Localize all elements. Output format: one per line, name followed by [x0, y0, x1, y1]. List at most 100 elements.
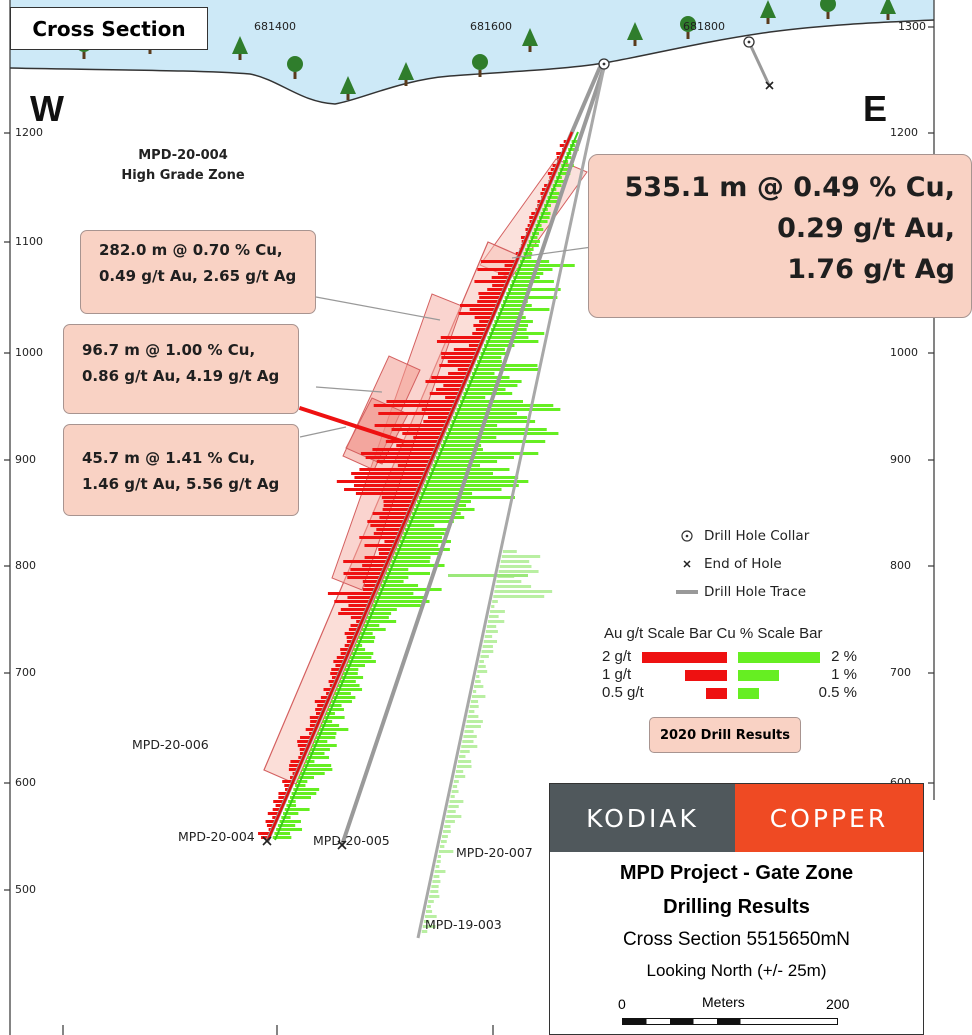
zone-label-text: High Grade Zone: [121, 168, 245, 183]
cu-assay-bar: [401, 536, 443, 539]
easting-label: 681400: [254, 20, 296, 33]
cu-assay-bar: [435, 456, 514, 459]
cu-assay-bar: [449, 424, 498, 427]
west-marker: W: [30, 88, 64, 129]
au-assay-bar: [457, 368, 469, 371]
au-assay-bar: [333, 660, 344, 663]
cu-assay-bar: [346, 664, 365, 667]
au-assay-bar: [329, 684, 333, 687]
scale-unit: Meters: [702, 994, 745, 1010]
au-assay-bar: [383, 500, 412, 503]
logo-right: COPPER: [735, 784, 923, 852]
cu-assay-bar: [472, 690, 477, 693]
au-assay-bar: [540, 192, 545, 195]
au-assay-bar: [537, 200, 541, 203]
legend-label: End of Hole: [704, 556, 782, 572]
au-assay-bar: [309, 724, 316, 727]
cu-assay-bar: [528, 240, 540, 243]
au-assay-bar: [272, 808, 280, 811]
cu-assay-bar: [300, 772, 325, 775]
tree-icon: [760, 0, 776, 24]
callout-96m: 96.7 m @ 1.00 % Cu, 0.86 g/t Au, 4.19 g/…: [63, 324, 299, 414]
cu-assay-bar: [406, 524, 435, 527]
au-assay-bar: [364, 544, 394, 547]
cu-assay-bar: [411, 512, 461, 515]
legend-collar: Drill Hole Collar: [672, 522, 809, 550]
au-assay-bar: [445, 396, 457, 399]
callout-line: 1.46 g/t Au, 5.56 g/t Ag: [82, 475, 280, 493]
cu-assay-bar: [538, 216, 550, 219]
cu-assay-bar: [479, 660, 484, 663]
cu-assay-bar: [293, 788, 320, 791]
cu-assay-bar: [508, 288, 561, 291]
cu-assay-bar: [430, 890, 439, 893]
logo-left: KODIAK: [550, 784, 735, 852]
cu-assay-bar: [452, 785, 458, 788]
au-assay-bar: [340, 608, 366, 611]
au-assay-bar: [378, 548, 392, 551]
cu-assay-bar: [301, 768, 333, 771]
au-assay-bar: [373, 404, 454, 407]
hole-label-mpd-20-007: MPD-20-007: [456, 845, 533, 860]
scale-row: 0.5 g/t 0.5 %: [600, 684, 875, 702]
au-assay-bar: [362, 564, 385, 567]
cu-assay-bar: [277, 824, 296, 827]
au-assay-bar: [421, 408, 452, 411]
au-assay-bar: [315, 708, 323, 711]
elevation-label-left: 500: [15, 883, 36, 896]
cu-assay-bar: [276, 828, 303, 831]
cu-assay-bar: [425, 480, 529, 483]
scale-row: 2 g/t 2 %: [600, 648, 875, 666]
view-direction: Looking North (+/- 25m): [646, 961, 827, 980]
callout-line: 0.29 g/t Au,: [777, 213, 955, 244]
au-assay-bar: [468, 344, 479, 347]
cu-assay-bar: [474, 685, 484, 688]
au-assay-bar: [278, 796, 285, 799]
zone-label-hole: MPD-20-004: [138, 148, 228, 163]
cu-assay-bar: [348, 660, 376, 663]
collar-icon: [672, 529, 702, 543]
au-assay-bar: [265, 820, 275, 823]
au-assay-bar: [275, 804, 282, 807]
cu-assay-bar: [493, 595, 545, 598]
au-assay-bar: [397, 464, 428, 467]
cu-assay-bar: [413, 508, 475, 511]
scale-cu-label: 0.5 %: [818, 684, 857, 701]
au-assay-bar: [547, 172, 553, 175]
cu-assay-bar: [441, 835, 448, 838]
cu-assay-bar: [329, 704, 342, 707]
au-assay-bar: [475, 328, 486, 331]
au-assay-bar: [326, 692, 330, 695]
cu-assay-bar: [308, 752, 325, 755]
elevation-label-right: 800: [890, 559, 911, 572]
cu-assay-bar: [470, 700, 479, 703]
scale-cu-label: 2 %: [831, 648, 857, 665]
au-assay-bar: [453, 348, 478, 351]
au-assay-bar: [385, 440, 438, 443]
cu-assay-bar: [279, 820, 301, 823]
au-assay-bar: [559, 144, 565, 147]
cu-assay-bar: [281, 816, 291, 819]
scale-cu-bar: [738, 688, 759, 699]
elevation-label-right: 1300: [898, 20, 926, 33]
au-assay-bar: [292, 772, 296, 775]
tree-icon: [340, 76, 356, 100]
au-assay-bar: [477, 300, 498, 303]
cu-assay-bar: [453, 780, 459, 783]
au-assay-bar: [362, 580, 378, 583]
cu-assay-bar: [504, 296, 558, 299]
cu-assay-bar: [427, 905, 431, 908]
au-assay-bar: [347, 576, 380, 579]
cu-assay-bar: [483, 640, 498, 643]
cu-assay-bar: [291, 792, 317, 795]
elevation-label-right: 1000: [890, 346, 918, 359]
au-assay-bar: [314, 700, 327, 703]
cu-assay-bar: [427, 476, 519, 479]
cu-assay-bar: [435, 865, 440, 868]
au-assay-bar: [299, 748, 306, 751]
cu-assay-bar: [484, 635, 493, 638]
cu-assay-bar: [360, 632, 373, 635]
collar-icons: [598, 36, 755, 70]
scale-max: 200: [826, 996, 850, 1012]
au-assay-bar: [278, 792, 287, 795]
